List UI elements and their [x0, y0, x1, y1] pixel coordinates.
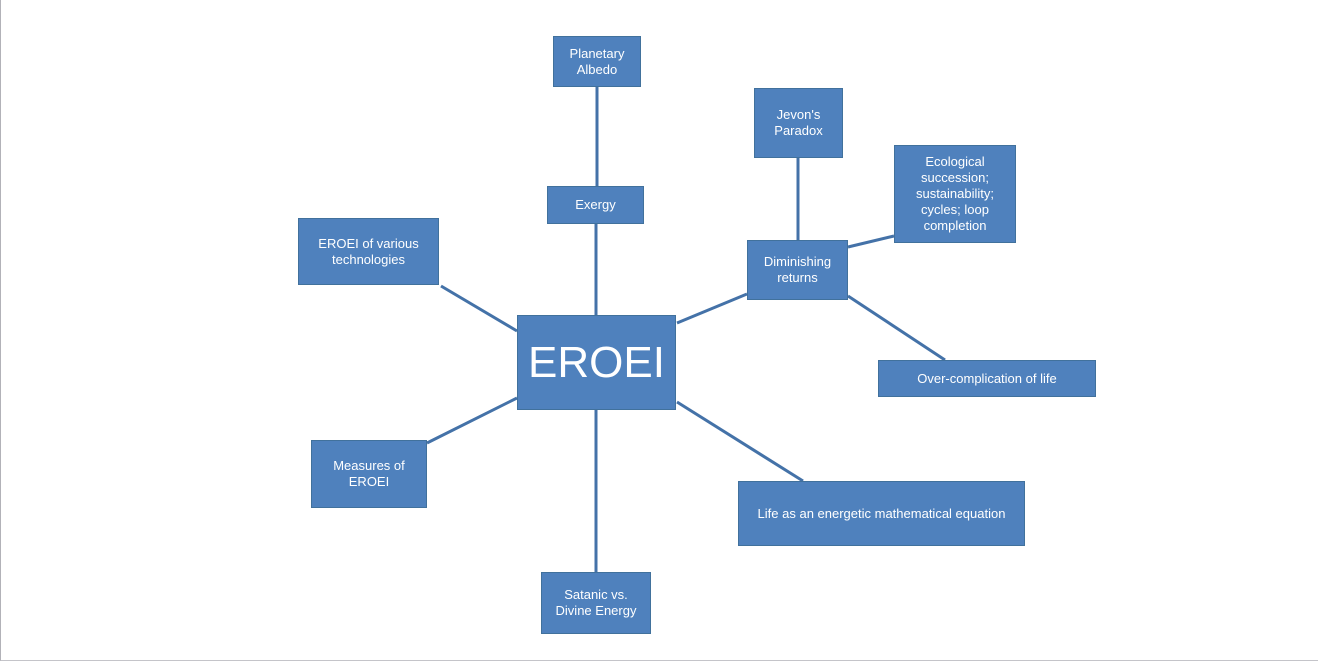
node-eroei-of-various-technologies[interactable]: EROEI of various technologies [298, 218, 439, 285]
node-label: Over-complication of life [917, 370, 1057, 386]
connector-tech-center[interactable] [440, 284, 518, 333]
node-measures-of-eroei[interactable]: Measures of EROEI [311, 440, 427, 508]
connector-diminishing-overcomp[interactable] [847, 294, 946, 362]
node-eroei-center[interactable]: EROEI [517, 315, 676, 410]
node-label: Jevon's Paradox [774, 107, 823, 138]
node-planetary-albedo[interactable]: Planetary Albedo [553, 36, 641, 87]
node-label: Planetary Albedo [569, 45, 625, 77]
node-life-energetic-equation[interactable]: Life as an energetic mathematical equati… [738, 481, 1025, 546]
node-satanic-vs-divine-energy[interactable]: Satanic vs. Divine Energy [541, 572, 651, 634]
node-label: Diminishing returns [763, 254, 832, 285]
node-exergy[interactable]: Exergy [547, 186, 644, 224]
node-jevons-paradox[interactable]: Jevon's Paradox [754, 88, 843, 158]
node-label: Life as an energetic mathematical equati… [757, 505, 1006, 521]
node-label: Exergy [575, 197, 616, 212]
node-label: Ecological succession; sustainability; c… [915, 154, 995, 233]
node-overcomplication-of-life[interactable]: Over-complication of life [878, 360, 1096, 397]
connector-diminishing-ecological[interactable] [847, 234, 895, 249]
node-ecological-succession[interactable]: Ecological succession; sustainability; c… [894, 145, 1016, 243]
node-label: EROEI of various technologies [318, 235, 419, 267]
node-label: EROEI [528, 337, 665, 387]
node-diminishing-returns[interactable]: Diminishing returns [747, 240, 848, 300]
connector-center-life[interactable] [676, 400, 804, 483]
connector-center-diminishing[interactable] [676, 292, 748, 325]
node-label: Measures of EROEI [333, 458, 405, 489]
node-label: Satanic vs. Divine Energy [555, 587, 637, 618]
connector-measures-center[interactable] [426, 396, 518, 445]
